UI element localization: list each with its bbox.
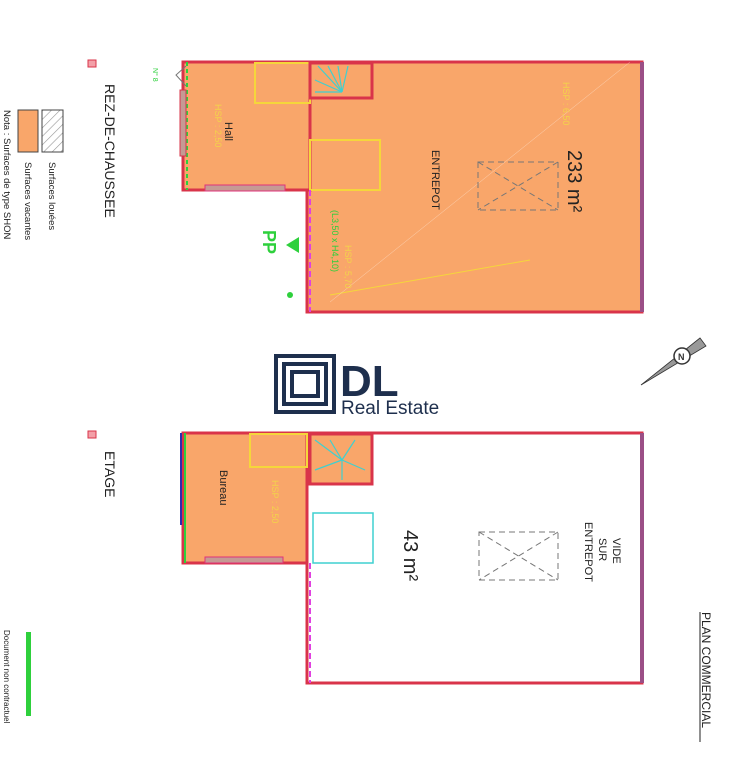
door-swing-icon	[175, 65, 187, 87]
office-ceiling-height: HSP : 2,50	[270, 480, 280, 523]
upper-stairs-icon	[314, 439, 366, 480]
void-label-line1: VIDE	[610, 538, 622, 564]
warehouse-ceiling-height-front: HSP : 5,70	[343, 245, 353, 288]
void-label-line2: SUR	[596, 538, 608, 561]
skylight-icon	[477, 161, 559, 211]
entrance-triangle-icon	[286, 237, 299, 253]
upper-skylight-icon	[478, 531, 559, 581]
hall-label: Hall	[222, 122, 234, 141]
upper-floor-plan: Bureau HSP : 2,50 VIDE SUR ENTREPOT 43 m…	[180, 431, 644, 685]
door-dimensions: (L3,50 x H4,10)	[330, 210, 340, 272]
back-wall	[640, 62, 644, 312]
legend: Surfaces louées Surfaces vacantes Nota :…	[1, 109, 64, 240]
door-dot-icon	[287, 292, 293, 298]
upper-floor-label: ETAGE	[102, 451, 118, 497]
warehouse-ceiling-height-back: HSP : 6,50	[561, 82, 571, 125]
svg-text:N: N	[678, 352, 685, 362]
level-marker-upper	[87, 430, 97, 439]
legend-swatch-vacant	[17, 109, 39, 153]
legend-note: Nota : Surfaces de type SHON	[1, 110, 12, 240]
warehouse-label: ENTREPOT	[429, 150, 441, 210]
scale-bar	[26, 632, 31, 716]
legend-label-rented: Surfaces louées	[46, 162, 57, 230]
void-label-line3: ENTREPOT	[582, 522, 594, 582]
ground-floor-plan: Hall HSP : 2,50 ENTREPOT HSP : 5,70 HSP …	[151, 60, 644, 314]
office-room	[181, 431, 309, 565]
north-arrow-icon: N	[640, 337, 707, 386]
entrance-mark: PP	[259, 230, 279, 254]
legend-swatch-rented	[41, 109, 64, 153]
ground-floor-label: REZ-DE-CHAUSSEE	[102, 84, 118, 218]
logo-mark: DL	[340, 357, 399, 406]
company-logo: DL Real Estate	[274, 354, 439, 419]
hall-room	[181, 60, 312, 192]
logo-subtitle: Real Estate	[341, 398, 439, 419]
warehouse-room	[305, 60, 644, 314]
ground-area: 233 m²	[563, 150, 585, 213]
plan-title: PLAN COMMERCIAL	[699, 612, 713, 728]
door-number: N° 8	[151, 68, 159, 82]
legend-label-vacant: Surfaces vacantes	[22, 162, 33, 240]
upper-area: 43 m²	[399, 530, 421, 581]
stairs-icon	[314, 65, 349, 93]
level-marker-ground	[87, 59, 97, 68]
disclaimer: Document non contractuel	[2, 630, 11, 724]
office-label: Bureau	[217, 470, 229, 505]
hall-ceiling-height: HSP : 2,50	[213, 104, 223, 147]
